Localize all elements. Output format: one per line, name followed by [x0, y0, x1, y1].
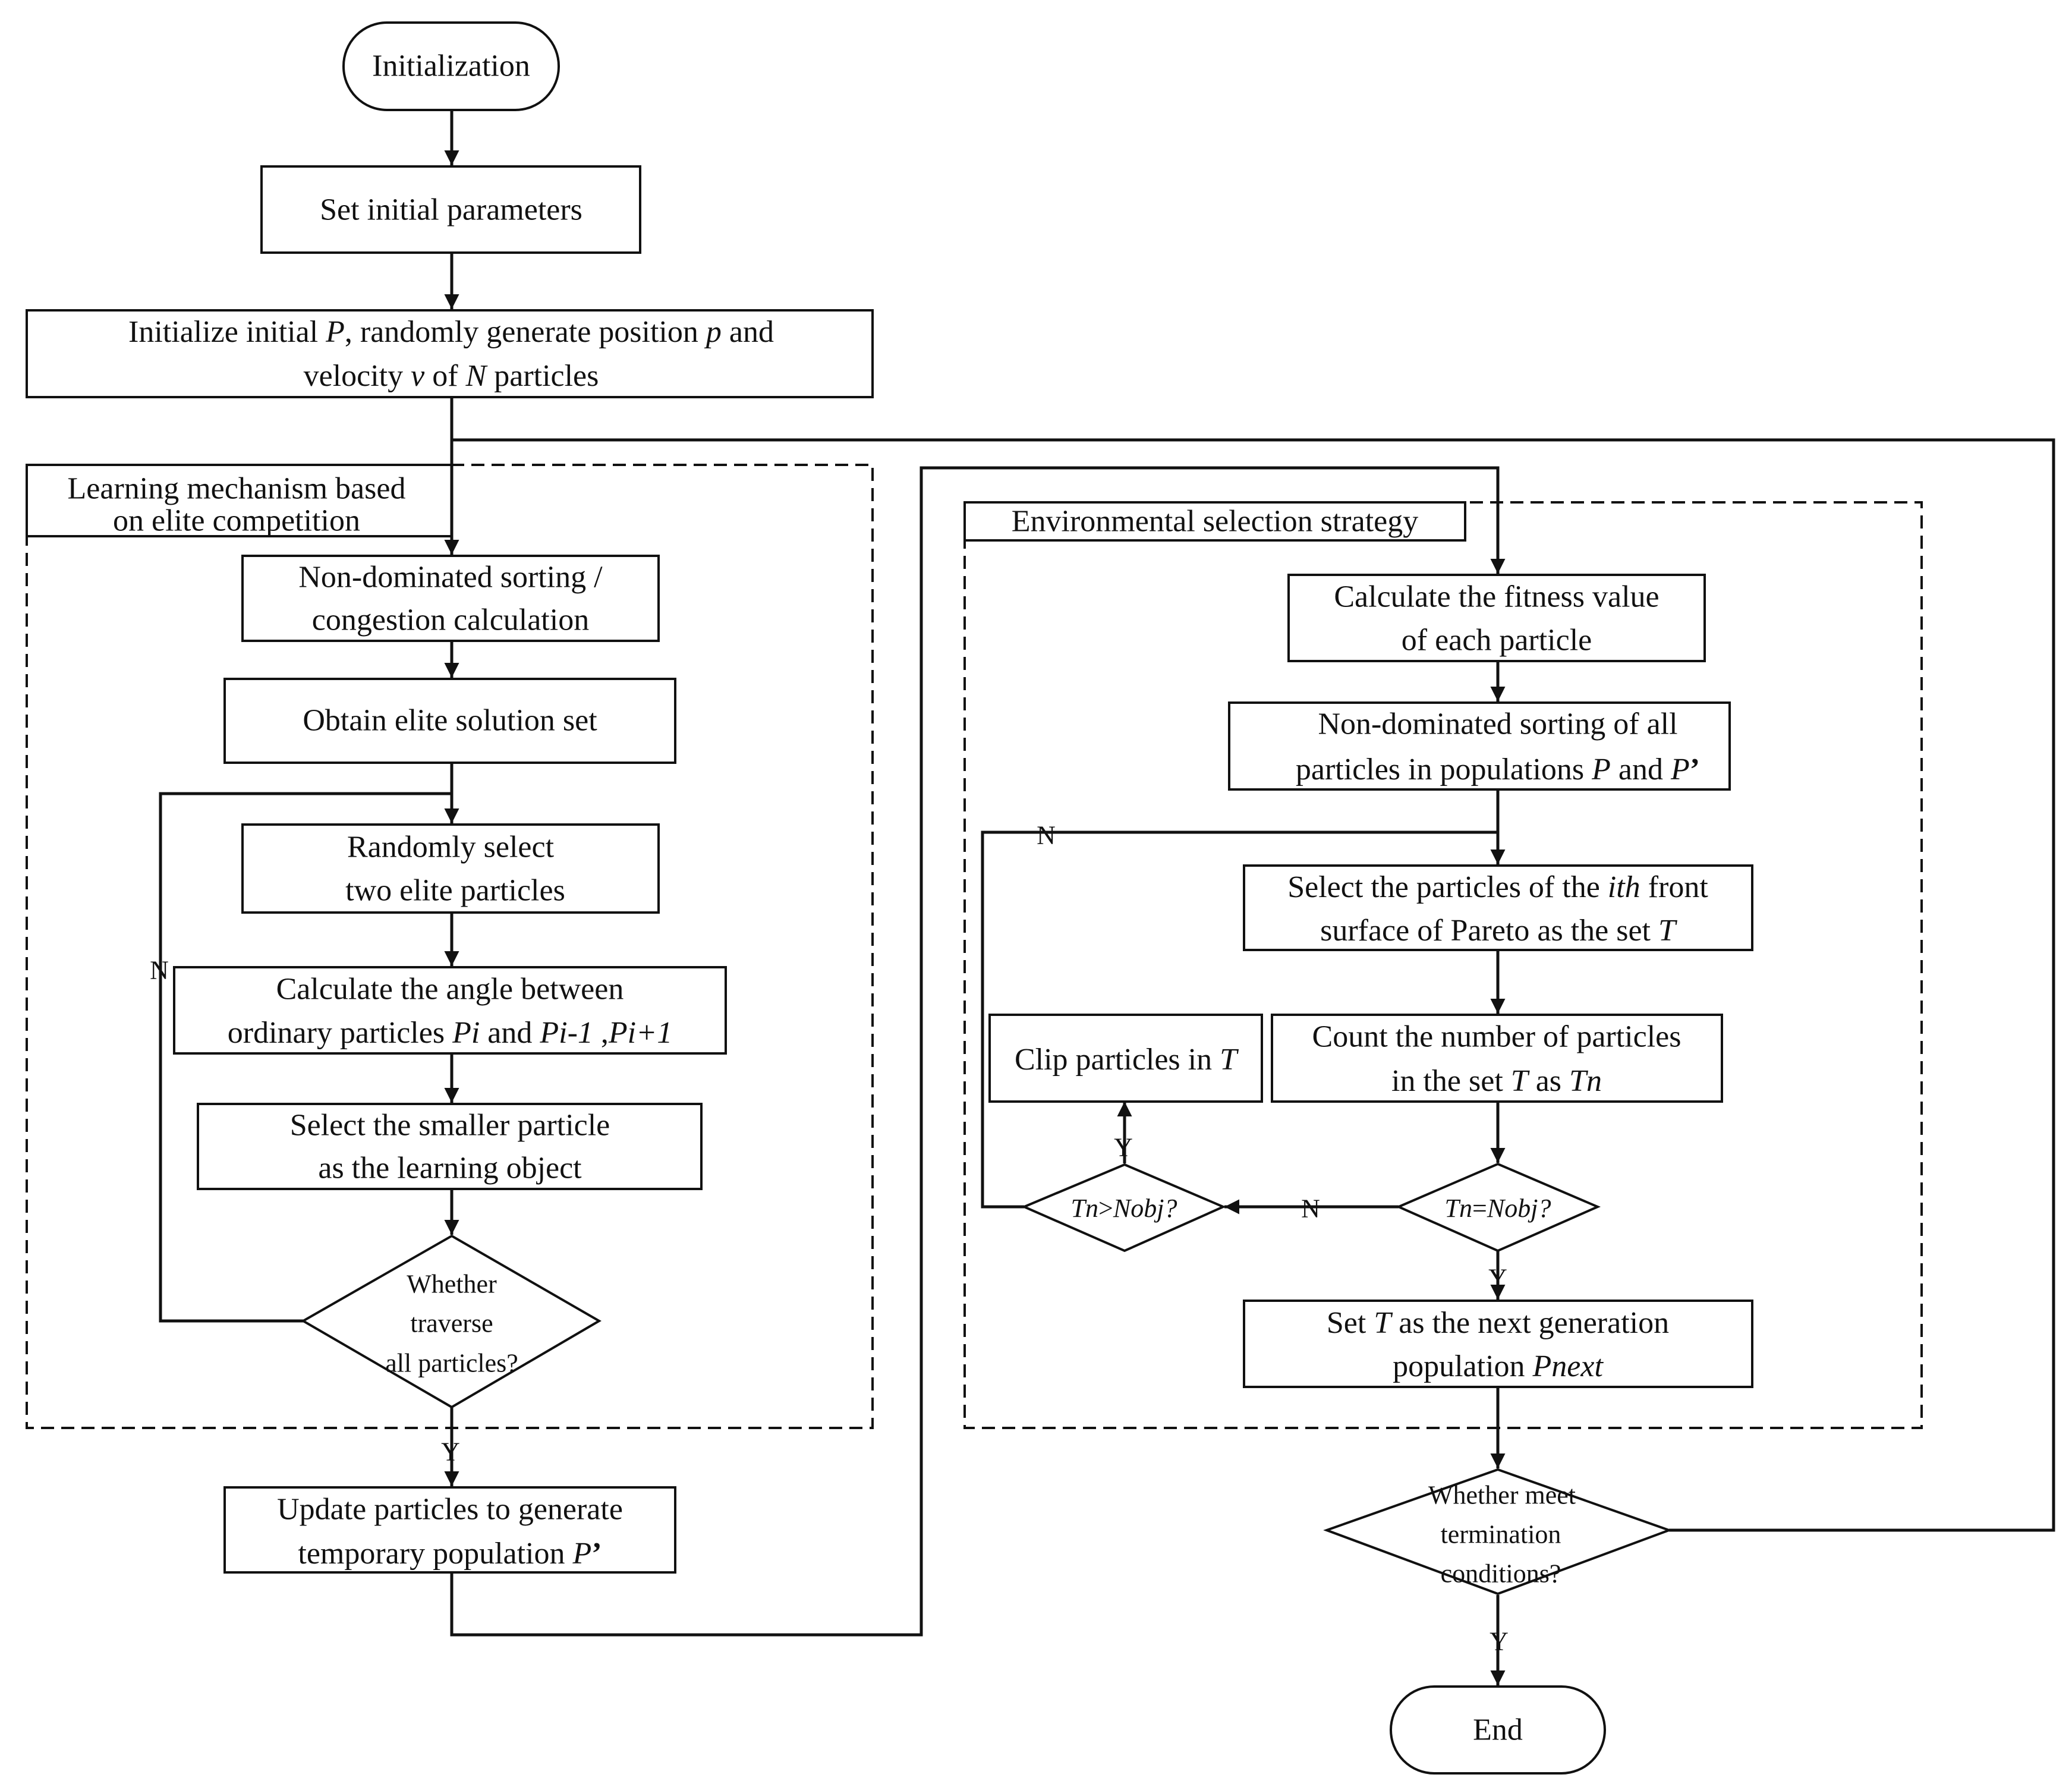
select-front-node: Select the particles of the ith front su…	[1243, 864, 1753, 951]
clip-label: Clip particles in T	[1015, 1043, 1239, 1077]
tn-equal-decision-node: Tn=Nobj?	[1396, 1162, 1601, 1253]
random-select-line2: two elite particles	[345, 874, 565, 908]
end-node: End	[1390, 1685, 1606, 1775]
edge-label-n-traverse: N	[150, 956, 169, 985]
count-line2: in the set T as Tn	[1391, 1064, 1602, 1098]
end-label: End	[1473, 1713, 1523, 1747]
nds-line1: Non-dominated sorting /	[298, 561, 603, 594]
connectors	[159, 110, 2055, 1685]
learning-group-title-line1: Learning mechanism based	[68, 472, 406, 506]
termination-decision-node: Whether meet termination conditions?	[1323, 1468, 1673, 1596]
edge-label-y-eq: Y	[1488, 1264, 1507, 1293]
clip-node: Clip particles in T	[988, 1014, 1263, 1103]
env-group-title: Environmental selection strategy	[1012, 505, 1418, 539]
count-node: Count the number of particles in the set…	[1271, 1014, 1723, 1103]
traverse-line3: all particles?	[385, 1349, 518, 1378]
learning-mechanism-group: Learning mechanism based on elite compet…	[26, 464, 874, 1429]
calc-angle-line1: Calculate the angle between	[276, 973, 624, 1006]
count-line1: Count the number of particles	[1312, 1020, 1681, 1054]
fitness-line2: of each particle	[1402, 624, 1592, 657]
select-smaller-node: Select the smaller particle as the learn…	[197, 1103, 703, 1190]
obtain-elite-label: Obtain elite solution set	[303, 704, 597, 738]
traverse-decision-node: Whether traverse all particles?	[300, 1234, 602, 1409]
nds-all-node: Non-dominated sorting of all particles i…	[1228, 701, 1731, 791]
set-next-line1: Set T as the next generation	[1327, 1306, 1669, 1340]
edge-labels: N Y N Y N Y Y	[150, 821, 1509, 1656]
nds-line2: congestion calculation	[312, 603, 589, 637]
tn-greater-label: Tn>Nobj?	[1071, 1194, 1177, 1223]
nds-all-line1: Non-dominated sorting of all	[1318, 707, 1677, 741]
environmental-selection-group: Environmental selection strategy	[963, 501, 1923, 1429]
fitness-node: Calculate the fitness value of each part…	[1287, 574, 1706, 662]
set-next-generation-node: Set T as the next generation population …	[1243, 1300, 1753, 1388]
terminate-line1: Whether meet	[1428, 1481, 1576, 1510]
set-initial-parameters-label: Set initial parameters	[320, 193, 582, 227]
calculate-angle-node: Calculate the angle between ordinary par…	[173, 966, 727, 1055]
select-front-line1: Select the particles of the ith front	[1287, 870, 1708, 904]
select-smaller-line2: as the learning object	[318, 1152, 582, 1185]
select-smaller-line1: Select the smaller particle	[290, 1109, 610, 1143]
terminate-line3: conditions?	[1441, 1559, 1561, 1588]
initialization-node: Initialization	[342, 21, 560, 111]
tn-greater-decision-node: Tn>Nobj?	[1021, 1163, 1226, 1253]
init-pop-line1: Initialize initial P, randomly generate …	[128, 315, 774, 349]
set-initial-parameters-node: Set initial parameters	[260, 165, 641, 254]
update-particles-node: Update particles to generate temporary p…	[223, 1486, 676, 1574]
calc-angle-line2: ordinary particles Pi and Pi-1 ,Pi+1	[228, 1016, 672, 1050]
random-select-line1: Randomly select	[347, 830, 555, 864]
random-select-node: Randomly select two elite particles	[241, 823, 660, 914]
terminate-line2: termination	[1441, 1520, 1561, 1549]
set-next-line2: population Pnext	[1393, 1349, 1604, 1383]
traverse-line1: Whether	[407, 1270, 497, 1299]
update-line1: Update particles to generate	[277, 1493, 623, 1527]
fitness-line1: Calculate the fitness value	[1334, 580, 1659, 614]
edge-label-n-front: N	[1037, 821, 1056, 850]
edge-label-y-terminate: Y	[1490, 1627, 1509, 1656]
nds-all-line2: particles in populations P and P’	[1296, 753, 1700, 786]
init-pop-line2: velocity v of N particles	[304, 359, 599, 393]
traverse-line2: traverse	[410, 1309, 493, 1338]
initialize-population-node: Initialize initial P, randomly generate …	[26, 309, 874, 398]
learning-group-title-line2: on elite competition	[113, 504, 360, 538]
update-line2: temporary population P’	[298, 1537, 602, 1571]
obtain-elite-node: Obtain elite solution set	[223, 678, 676, 764]
initialization-label: Initialization	[372, 49, 530, 83]
edge-label-y-traverse: Y	[441, 1437, 460, 1467]
non-dominated-sorting-node: Non-dominated sorting / congestion calcu…	[241, 555, 660, 642]
edge-label-n-eq: N	[1301, 1194, 1320, 1223]
tn-equal-label: Tn=Nobj?	[1445, 1194, 1551, 1223]
edge-label-y-clip: Y	[1114, 1133, 1133, 1162]
select-front-line2: surface of Pareto as the set T	[1320, 914, 1677, 948]
